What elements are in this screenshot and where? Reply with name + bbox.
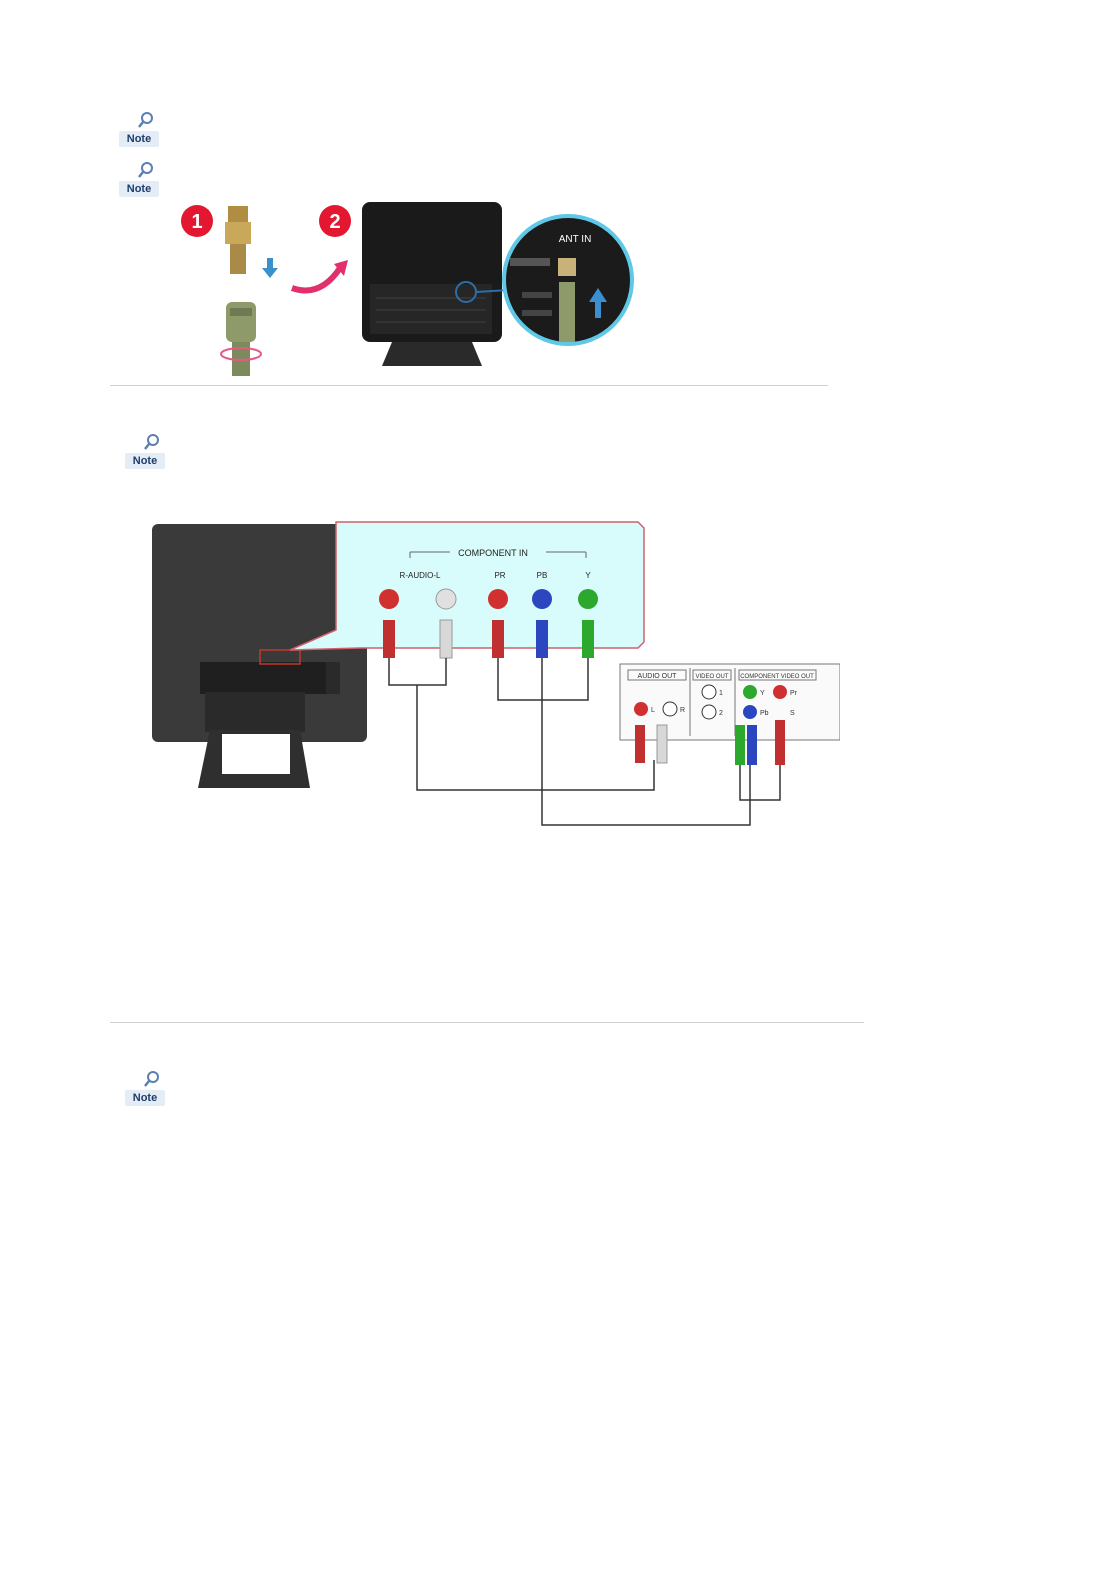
magnifier-icon [143,433,161,451]
svg-text:2: 2 [719,710,723,717]
magnifier-icon [143,1070,161,1088]
note-label: Note [125,453,165,469]
antenna-cable [221,302,261,376]
note-icon: Note [125,1070,165,1106]
jack-label-pr: PR [494,571,505,580]
note-icon: Note [119,161,159,197]
source-device-panel: AUDIO OUT VIDEO OUT COMPONENT VIDEO OUT … [620,664,840,765]
note-label: Note [119,181,159,197]
component-connection-figure: COMPONENT IN R-AUDIO-L PR PB Y AUDIO OUT… [150,520,840,830]
magnifier-icon [137,161,155,179]
step-1-badge: 1 [181,205,213,237]
antenna-connection-figure: 1 2 ANT IN [170,198,640,378]
svg-text:COMPONENT VIDEO OUT: COMPONENT VIDEO OUT [740,674,814,680]
jack-label-y: Y [585,571,591,580]
section-divider [110,385,828,386]
jack-label-pb: PB [537,571,548,580]
svg-text:R: R [680,707,685,714]
antenna-adapter [225,206,251,274]
monitor-back [152,524,367,788]
svg-text:AUDIO OUT: AUDIO OUT [638,673,678,680]
svg-text:Y: Y [760,690,765,697]
svg-text:Pb: Pb [760,710,769,717]
jack-label-audio: R-AUDIO-L [400,571,441,580]
section-divider [110,1022,864,1023]
svg-text:1: 1 [719,690,723,697]
magnifier-icon [137,111,155,129]
note-icon: Note [119,111,159,147]
note-icon: Note [125,433,165,469]
curved-arrow-icon [292,268,340,291]
note-label: Note [119,131,159,147]
ant-in-label: ANT IN [559,234,592,245]
arrow-down-icon [262,258,278,278]
svg-text:S: S [790,710,795,717]
svg-text:2: 2 [329,211,340,233]
svg-text:VIDEO OUT: VIDEO OUT [695,674,728,680]
svg-text:L: L [651,707,655,714]
monitor-back [362,202,502,366]
component-in-label: COMPONENT IN [458,548,528,558]
svg-text:1: 1 [191,211,202,233]
svg-text:Pr: Pr [790,690,798,697]
step-2-badge: 2 [319,205,351,237]
note-label: Note [125,1090,165,1106]
